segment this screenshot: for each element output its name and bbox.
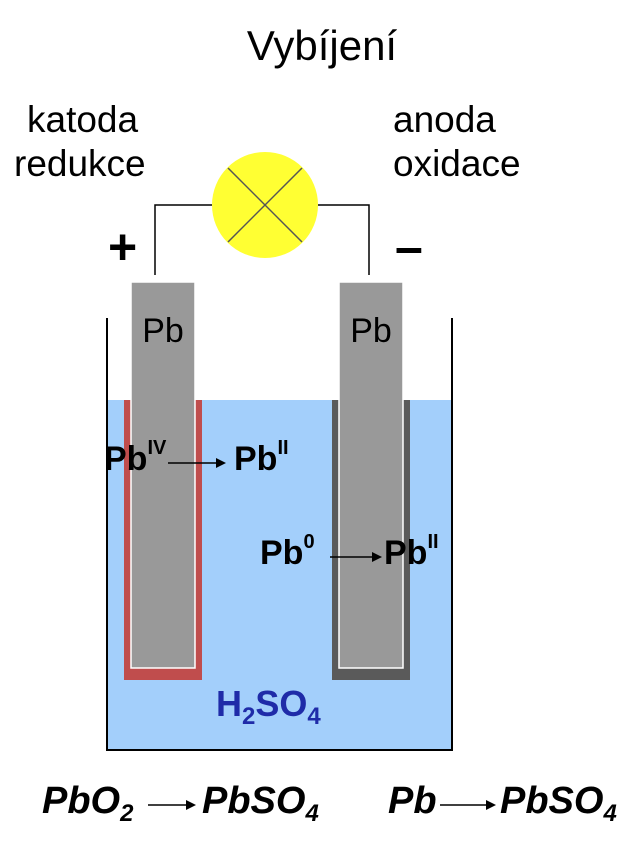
lamp-icon	[212, 152, 318, 258]
plus-sign: +	[108, 219, 138, 275]
left-reaction-from: PbIV	[104, 437, 167, 478]
equation-right-to: PbSO4	[500, 780, 617, 827]
anode-electrode-label: Pb	[350, 312, 392, 350]
anode-process: oxidace	[393, 143, 521, 184]
equation-right-from: Pb	[388, 780, 437, 822]
equation-right-arrow	[440, 800, 496, 810]
cathode-process: redukce	[14, 143, 146, 184]
cathode-name: katoda	[27, 99, 139, 140]
page-title: Vybíjení	[246, 22, 398, 69]
equation-left-arrow	[148, 800, 196, 810]
equation-left-from: PbO2	[42, 780, 134, 827]
cathode-electrode-label: Pb	[142, 312, 184, 350]
anode-name: anoda	[393, 99, 496, 140]
right-reaction-from: Pb0	[260, 531, 315, 572]
beaker	[106, 318, 453, 751]
minus-sign: –	[395, 219, 423, 275]
right-reaction-to: PbII	[384, 531, 439, 572]
cathode-electrode	[130, 281, 196, 669]
right-reaction-arrow	[330, 552, 382, 562]
wire-right	[318, 204, 370, 275]
anode-electrode	[338, 281, 404, 669]
wire-left	[154, 204, 212, 275]
electrolyte-formula: H2SO4	[216, 683, 321, 730]
left-reaction-to: PbII	[234, 437, 289, 478]
equation-left-to: PbSO4	[202, 780, 319, 827]
left-reaction-arrow	[168, 458, 226, 468]
